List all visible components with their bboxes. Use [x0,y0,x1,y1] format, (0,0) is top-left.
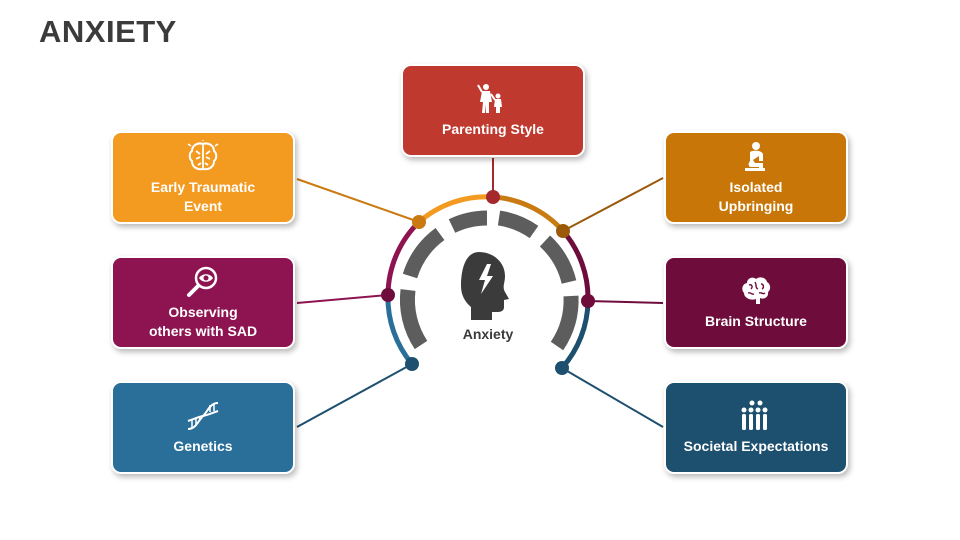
dot-observing-others [381,288,395,302]
crowd-icon [741,400,768,430]
inner-segmented-ring [399,210,579,351]
dna-icon [187,402,219,430]
dot-brain-structure [581,294,595,308]
parent-child-icon [477,84,502,113]
factor-label: Observing others with SAD [148,303,258,339]
dot-societal-expectations [555,361,569,375]
factor-isolated-upbringing: Isolated Upbringing [664,131,848,224]
dot-genetics [405,357,419,371]
dot-parenting-style [486,190,500,204]
factor-label: Isolated Upbringing [718,178,794,214]
brain-icon [742,277,771,304]
connector-societal-expectations [561,367,664,428]
factor-brain-structure: Brain Structure [664,256,848,349]
factor-early-traumatic-event: Early Traumatic Event [111,131,295,224]
page-title: ANXIETY [39,14,177,49]
dot-early-traumatic-event [412,215,426,229]
factor-label: Parenting Style [442,121,544,137]
connector-isolated-upbringing [562,177,664,232]
dot-isolated-upbringing [556,224,570,238]
factor-label: Societal Expectations [683,438,829,454]
magnifier-eye-icon [187,266,218,297]
brain-icon [187,139,219,170]
head-lightning-icon [461,252,509,320]
factor-societal-expectations: Societal Expectations [664,381,848,474]
factor-genetics: Genetics [111,381,295,474]
connector-genetics [296,363,413,428]
connector-brain-structure [587,300,664,304]
factor-parenting-style: Parenting Style [401,64,585,157]
connector-early-traumatic-event [296,178,420,223]
factor-label: Genetics [173,438,233,454]
center-label: Anxiety [462,326,514,342]
connector-observing-others [296,294,389,304]
factor-label: Brain Structure [705,313,807,329]
factor-observing-others-with-sad: Observing others with SAD [111,256,295,349]
sitting-alone-icon [745,141,765,171]
factor-label: Early Traumatic Event [150,178,256,214]
